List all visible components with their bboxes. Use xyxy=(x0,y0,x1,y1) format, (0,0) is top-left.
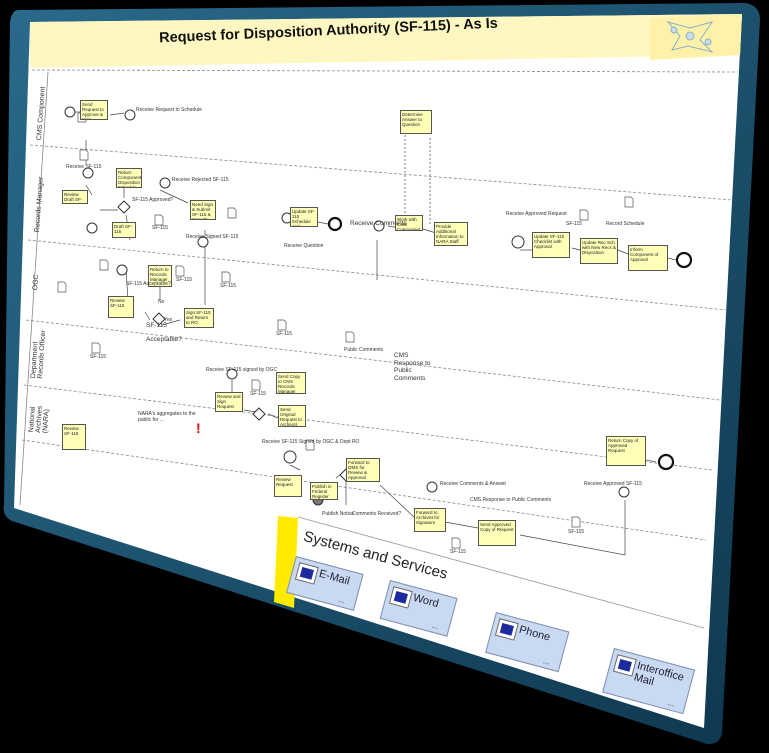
interoffice-mail-icon xyxy=(612,654,637,677)
task-box: Review SF-115 xyxy=(62,424,86,450)
doc-label: SF-115 xyxy=(568,529,585,535)
doc-label: SF-115 xyxy=(152,225,169,231)
event-label: SF-115 Acceptable? xyxy=(126,281,171,287)
doc-label: SF-115 xyxy=(176,277,193,283)
cms-response-label: CMS Response to Public Comments xyxy=(394,352,431,382)
event-label: Record Schedule xyxy=(606,221,645,227)
task-box: Provide Additional Information to NARA S… xyxy=(434,222,468,246)
task-box: Review SF-115 xyxy=(108,296,134,318)
flow-label-yes: Yes xyxy=(164,317,173,323)
doc-label: SF-115 xyxy=(250,391,267,397)
flow-label-no: No xyxy=(158,299,165,305)
task-box: Return Component Disposition Schedule xyxy=(116,168,142,188)
event-label: Comments Received? xyxy=(352,511,402,517)
event-label: SF-115 Approved? xyxy=(132,197,174,203)
task-box: Return Copy of Approved Request xyxy=(606,436,646,466)
annotation-text: NARA's aggregates to the public for ... xyxy=(138,411,196,423)
task-box: Publish in Federal Register xyxy=(310,482,338,500)
event-label: Receive SF-115 xyxy=(66,164,102,170)
task-box: Update SF-115 Schedule and Approval xyxy=(290,207,318,227)
task-box: Return to Records Manager xyxy=(148,265,172,287)
lane-label-ogc: OGC xyxy=(32,274,41,291)
task-box: Need Sign & Submit SF-115 & Sign Sb xyxy=(190,200,216,220)
event-label: Receive Rejected SF-115 xyxy=(172,177,229,183)
task-box: Review and Sign Request xyxy=(215,392,243,412)
task-box: Send Approved Copy of Request xyxy=(478,520,516,546)
task-box: Review Request xyxy=(274,475,302,497)
doc-label: SF-115 xyxy=(566,221,583,227)
doc-label: SF-115 xyxy=(220,283,237,289)
event-label: Receive Comments xyxy=(350,220,407,227)
event-label: Receive Approved SF-115 xyxy=(584,481,642,487)
task-box: Draft SF-115 xyxy=(112,222,136,238)
task-box: Determine Answer to Question xyxy=(400,110,432,134)
doc-label: SF-115 xyxy=(276,331,293,337)
task-box: Forward to Archivist for Signature xyxy=(414,508,446,532)
task-box: Work with CMS Component xyxy=(395,215,423,231)
phone-icon xyxy=(494,618,519,641)
task-box: Send Request to Approve & Sign xyxy=(80,100,108,120)
event-label: Publish Notice xyxy=(322,511,354,517)
task-box: Forward to OMS for Review & Approval xyxy=(346,458,380,482)
acceptable-label: Acceptable? xyxy=(146,336,182,343)
doc-label: SF-115 xyxy=(90,354,107,360)
task-box: Send Copy to CMS Records Manager xyxy=(276,372,306,394)
event-label: Receive Request to Schedule xyxy=(136,107,202,113)
event-label: Receive SF-115 signed by OGC xyxy=(206,367,278,373)
event-label: Receive SF-115 Signed by OGC & Dept RO xyxy=(262,439,360,445)
email-icon xyxy=(294,562,319,585)
task-box: Update Rec Sch with New Recs & Dispositi… xyxy=(580,238,618,264)
word-icon xyxy=(388,586,413,609)
event-label: Receive Signed SF-115 xyxy=(186,234,239,240)
event-label: Receive Approved Request xyxy=(506,211,567,217)
task-box: Send Original Request to Archivist xyxy=(278,405,306,427)
task-box: Sign SF-115 and Return to RO xyxy=(184,308,214,328)
task-box: Review Draft SF-115 xyxy=(62,190,88,204)
task-box: Update SF-115 Checklist with Approval xyxy=(532,232,570,258)
doc-label: SF-115 xyxy=(450,549,467,555)
task-box: Inform Component of Approval xyxy=(628,245,668,271)
event-label: Public Comments xyxy=(344,347,384,353)
diagram-title: Request for Disposition Authority (SF-11… xyxy=(158,15,499,47)
event-label: Receive Question xyxy=(284,243,324,249)
warning-icon: ! xyxy=(196,420,201,436)
event-label: CMS Response to Public Comments xyxy=(470,497,552,503)
event-label: Receive Comments & Answer xyxy=(440,481,507,487)
sf115-label: SF-115 xyxy=(146,322,167,329)
lane-label-nara: National Archives (NARA) xyxy=(28,405,51,434)
